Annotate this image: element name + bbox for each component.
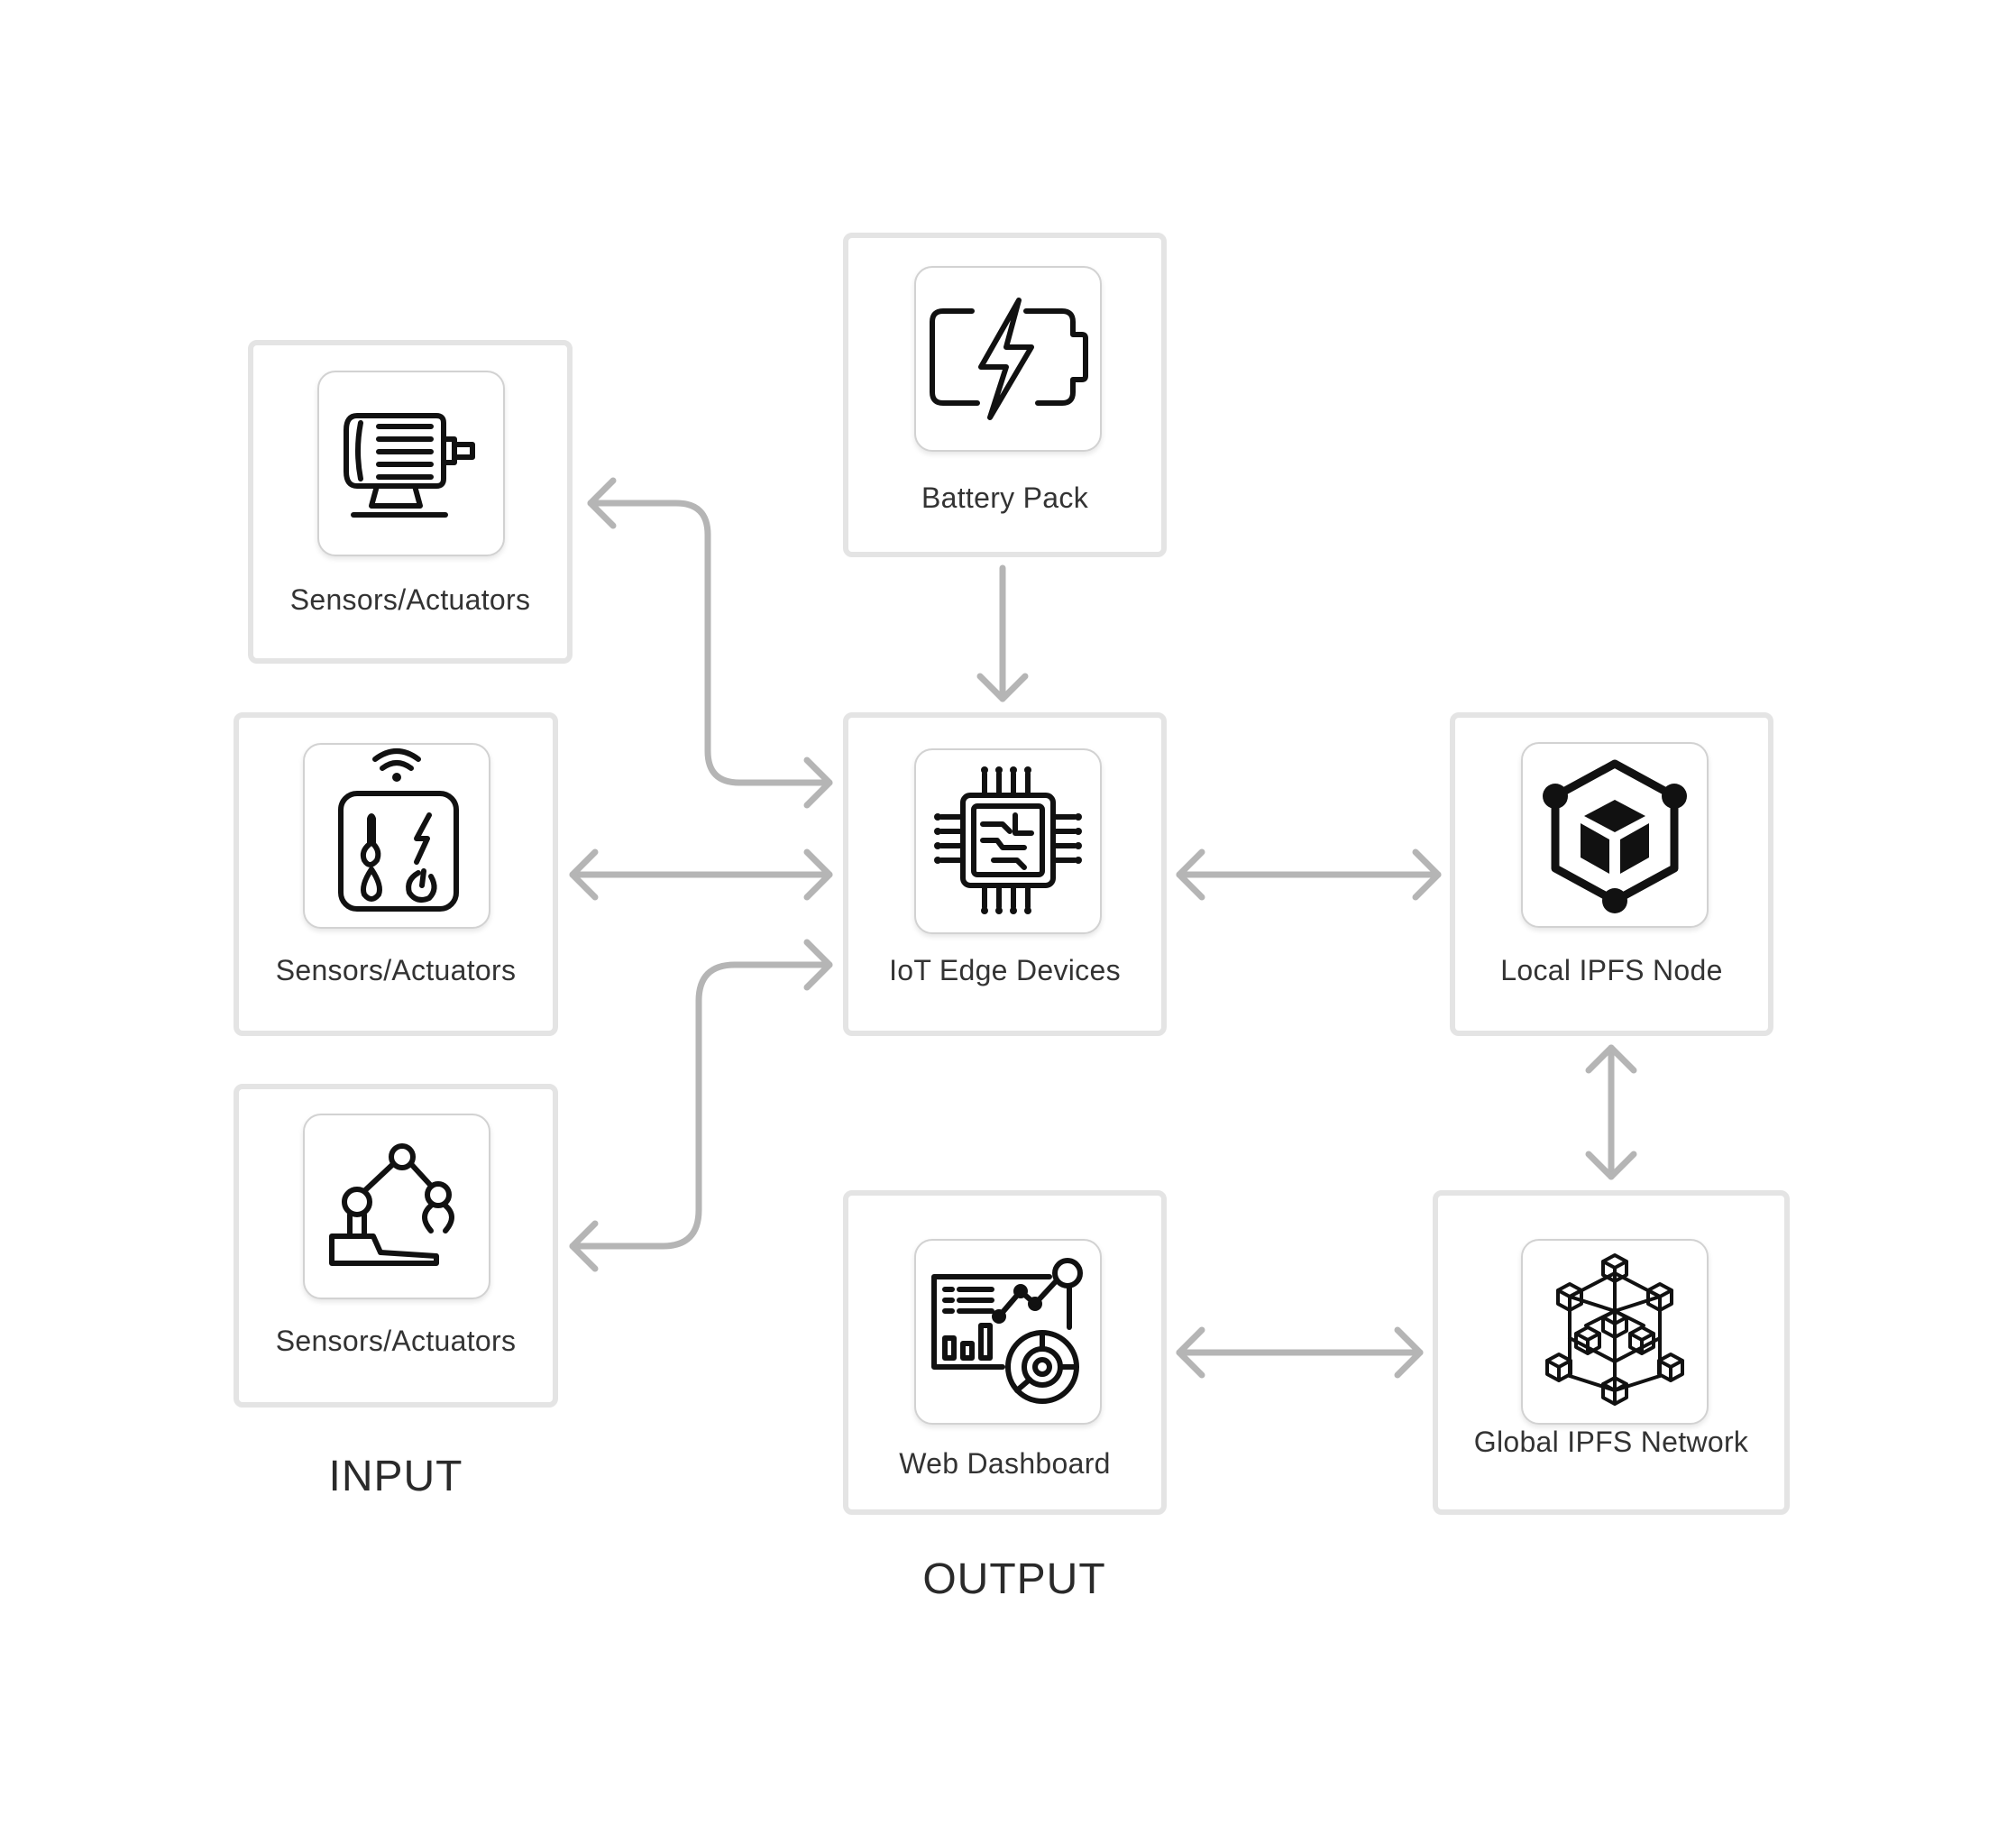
node-label: Sensors/Actuators — [275, 1325, 517, 1357]
arrowhead-sensor-bottom — [569, 1220, 599, 1272]
arrowhead-edge-top — [803, 757, 833, 809]
icon-tile — [303, 743, 490, 929]
section-title-input: INPUT — [328, 1453, 463, 1500]
arrowhead-sensor-top — [587, 477, 617, 529]
node-battery-pack[interactable]: Battery Pack — [843, 233, 1167, 557]
icon-tile — [303, 1114, 490, 1299]
node-sensors-actuators-bottom[interactable]: Sensors/Actuators — [234, 1084, 558, 1408]
node-label: Local IPFS Node — [1500, 954, 1723, 986]
section-title-output: OUTPUT — [922, 1555, 1106, 1603]
node-label: Sensors/Actuators — [289, 583, 531, 616]
node-label: Sensors/Actuators — [275, 954, 517, 986]
arrowhead-edge-bottom — [803, 939, 833, 991]
icon-tile — [1521, 1239, 1709, 1425]
arrowhead-global-down — [1585, 1151, 1637, 1180]
arrowhead-dashboard-left — [1176, 1326, 1205, 1379]
node-web-dashboard[interactable]: Web Dashboard — [843, 1190, 1167, 1515]
robotic-arm-icon — [329, 1143, 454, 1266]
node-iot-edge-devices[interactable]: IoT Edge Devices — [843, 712, 1167, 1036]
arrowhead-local-right — [1412, 848, 1442, 901]
icon-tile — [914, 748, 1102, 934]
electric-motor-icon — [344, 413, 475, 518]
node-global-ipfs[interactable]: Global IPFS Network — [1433, 1190, 1790, 1515]
icon-tile — [317, 371, 505, 556]
arrow-sensor-top-edge — [587, 500, 833, 786]
node-label: IoT Edge Devices — [889, 954, 1121, 986]
arrow-sensor-bottom-edge — [569, 961, 833, 1250]
dashboard-icon — [931, 1258, 1083, 1404]
node-sensors-actuators-top[interactable]: Sensors/Actuators — [248, 340, 573, 664]
node-sensors-actuators-middle[interactable]: Sensors/Actuators — [234, 712, 558, 1036]
arrowhead-battery-edge — [976, 673, 1029, 702]
battery-charging-icon — [930, 298, 1088, 420]
arrowhead-edge-mid — [803, 848, 833, 901]
ipfs-node-icon — [1543, 759, 1687, 913]
icon-tile — [1521, 742, 1709, 928]
node-local-ipfs[interactable]: Local IPFS Node — [1450, 712, 1773, 1036]
arrowhead-global-right — [1394, 1326, 1424, 1379]
arrowhead-edge-left — [1176, 848, 1205, 901]
sensor-panel-icon — [338, 748, 459, 912]
cube-network-icon — [1545, 1253, 1684, 1406]
arrowhead-sensor-mid — [569, 848, 599, 901]
icon-tile — [914, 1239, 1102, 1425]
node-label: Battery Pack — [921, 481, 1088, 514]
icon-tile — [914, 266, 1102, 452]
node-label: Global IPFS Network — [1473, 1426, 1749, 1458]
node-label: Web Dashboard — [899, 1447, 1111, 1480]
microchip-icon — [934, 766, 1082, 914]
arrowhead-local-up — [1585, 1044, 1637, 1074]
